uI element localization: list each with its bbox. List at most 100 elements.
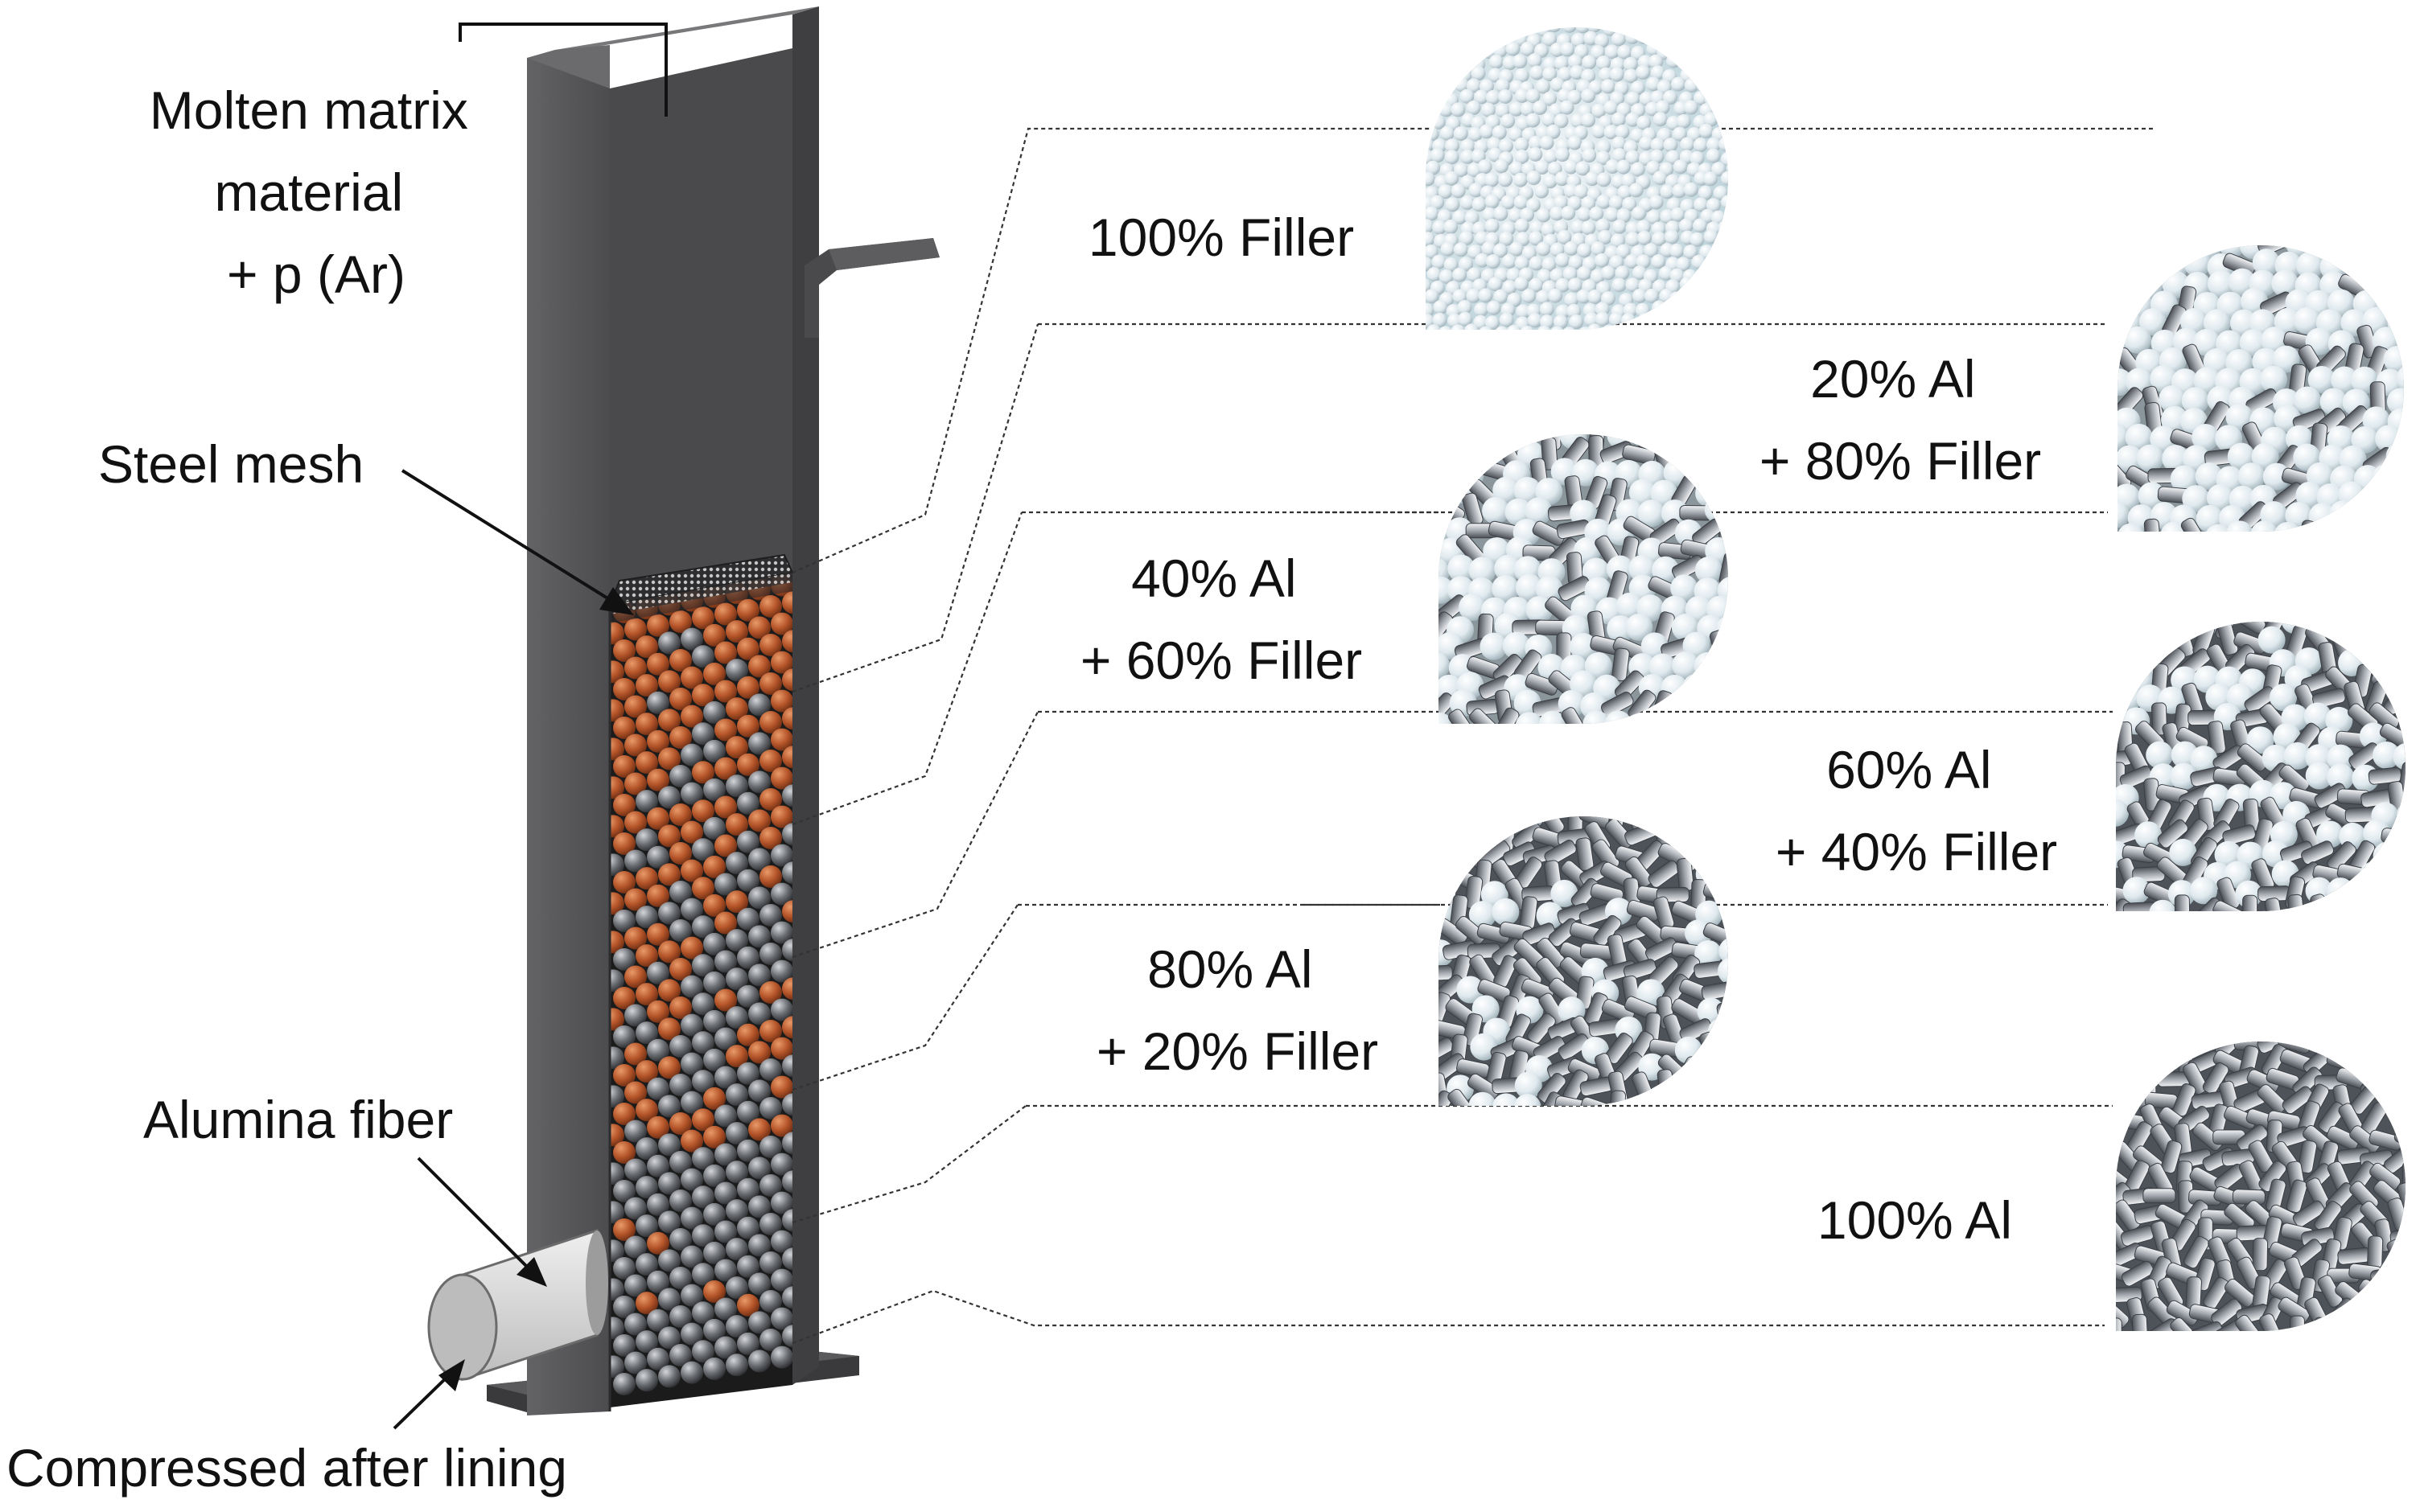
- filler-sphere: [1628, 479, 1657, 507]
- filler-sphere: [1720, 57, 1728, 72]
- copper-particle: [771, 805, 792, 828]
- filler-sphere: [1716, 614, 1728, 643]
- aluminum-particle: [748, 770, 771, 794]
- aluminum-pellet: [1714, 443, 1728, 467]
- filler-sphere: [1689, 150, 1705, 166]
- filler-sphere: [1714, 43, 1728, 58]
- aluminum-pellet: [2168, 622, 2203, 631]
- filler-sphere: [1569, 65, 1584, 80]
- filler-sphere: [1577, 243, 1592, 258]
- filler-sphere: [2149, 245, 2177, 257]
- copper-particle: [658, 979, 681, 1002]
- filler-sphere: [1468, 901, 1496, 929]
- aluminum-pellet: [2245, 1334, 2278, 1366]
- filler-sphere: [1577, 265, 1592, 281]
- copper-particle: [624, 965, 647, 988]
- aluminum-pellet: [2301, 840, 2335, 865]
- aluminum-pellet: [1611, 647, 1630, 681]
- aluminum-pellet: [2123, 1042, 2157, 1053]
- filler-sphere: [1625, 91, 1640, 106]
- copper-particle: [613, 870, 636, 894]
- copper-particle: [692, 1108, 714, 1132]
- filler-sphere: [1499, 231, 1514, 246]
- aluminum-pellet: [1601, 999, 1636, 1023]
- filler-sphere: [2116, 629, 2128, 657]
- aluminum-pellet: [2352, 1315, 2373, 1331]
- filler-sphere: [2396, 626, 2406, 654]
- filler-sphere: [1513, 476, 1541, 504]
- filler-sphere: [1731, 232, 1746, 247]
- aluminum-pellet: [2326, 1125, 2360, 1151]
- filler-sphere: [1596, 139, 1611, 154]
- filler-sphere: [1734, 151, 1748, 166]
- filler-sphere: [2327, 744, 2355, 772]
- photo-80-al: [1438, 816, 1728, 1143]
- filler-sphere: [1728, 324, 1743, 339]
- aluminum-pellet: [1479, 1108, 1509, 1143]
- filler-sphere: [1705, 31, 1720, 47]
- filler-sphere: [1541, 222, 1556, 237]
- filler-sphere: [2270, 684, 2298, 712]
- filler-sphere: [1445, 34, 1460, 49]
- filler-sphere: [1706, 148, 1721, 163]
- filler-sphere: [1644, 243, 1659, 258]
- aluminum-particle: [692, 992, 714, 1016]
- aluminum-particle: [692, 915, 714, 939]
- copper-particle: [782, 591, 792, 614]
- copper-particle: [737, 1293, 759, 1317]
- filler-sphere: [1720, 92, 1728, 107]
- aluminum-pellet: [2287, 894, 2305, 911]
- aluminum-particle: [759, 1058, 782, 1081]
- filler-sphere: [1727, 244, 1728, 259]
- aluminum-particle: [681, 1091, 703, 1114]
- filler-sphere: [1605, 159, 1620, 175]
- aluminum-particle: [703, 701, 726, 724]
- filler-sphere: [2352, 899, 2380, 911]
- aluminum-pellet: [2124, 1047, 2155, 1077]
- filler-sphere: [1663, 138, 1678, 153]
- aluminum-pellet: [2146, 1042, 2179, 1054]
- filler-sphere: [1582, 55, 1597, 70]
- aluminum-particle: [624, 1351, 647, 1374]
- filler-sphere: [2409, 269, 2420, 297]
- filler-sphere: [2331, 366, 2359, 394]
- aluminum-pellet: [2367, 1235, 2384, 1269]
- aluminum-pellet: [2368, 1049, 2401, 1076]
- filler-sphere: [1723, 207, 1728, 223]
- filler-sphere: [1525, 88, 1541, 104]
- filler-sphere: [1704, 257, 1719, 272]
- filler-sphere: [1619, 731, 1646, 758]
- aluminum-particle: [624, 1235, 647, 1259]
- aluminum-particle: [714, 1066, 737, 1089]
- aluminum-particle: [658, 1288, 681, 1311]
- photo-20-al: [2118, 245, 2420, 532]
- filler-sphere: [1426, 27, 1439, 36]
- aluminum-pellet: [2224, 1278, 2256, 1308]
- filler-sphere: [1525, 497, 1553, 525]
- aluminum-particle: [669, 1344, 692, 1367]
- copper-particle: [610, 660, 624, 684]
- filler-sphere: [1562, 27, 1577, 33]
- copper-particle: [737, 753, 759, 776]
- aluminum-particle: [703, 1202, 726, 1226]
- aluminum-particle: [726, 1276, 748, 1300]
- filler-sphere: [2146, 741, 2174, 769]
- filler-sphere: [1457, 34, 1472, 49]
- filler-sphere: [2218, 245, 2246, 258]
- aluminum-particle: [669, 765, 692, 788]
- aluminum-pellet: [1558, 1033, 1591, 1061]
- filler-sphere: [1512, 54, 1528, 69]
- filler-sphere: [1679, 277, 1694, 292]
- filler-sphere: [1595, 218, 1611, 233]
- aluminum-particle: [681, 1284, 703, 1307]
- aluminum-pellet: [2397, 895, 2406, 911]
- aluminum-pellet: [1432, 733, 1467, 758]
- filler-sphere: [2350, 622, 2378, 636]
- aluminum-pellet: [2374, 1295, 2402, 1327]
- filler-sphere: [1433, 300, 1448, 315]
- aluminum-pellet: [2386, 1239, 2406, 1272]
- filler-sphere: [1514, 1071, 1542, 1099]
- filler-sphere: [1703, 229, 1718, 244]
- filler-sphere: [1694, 197, 1709, 212]
- aluminum-pellet: [2405, 727, 2406, 751]
